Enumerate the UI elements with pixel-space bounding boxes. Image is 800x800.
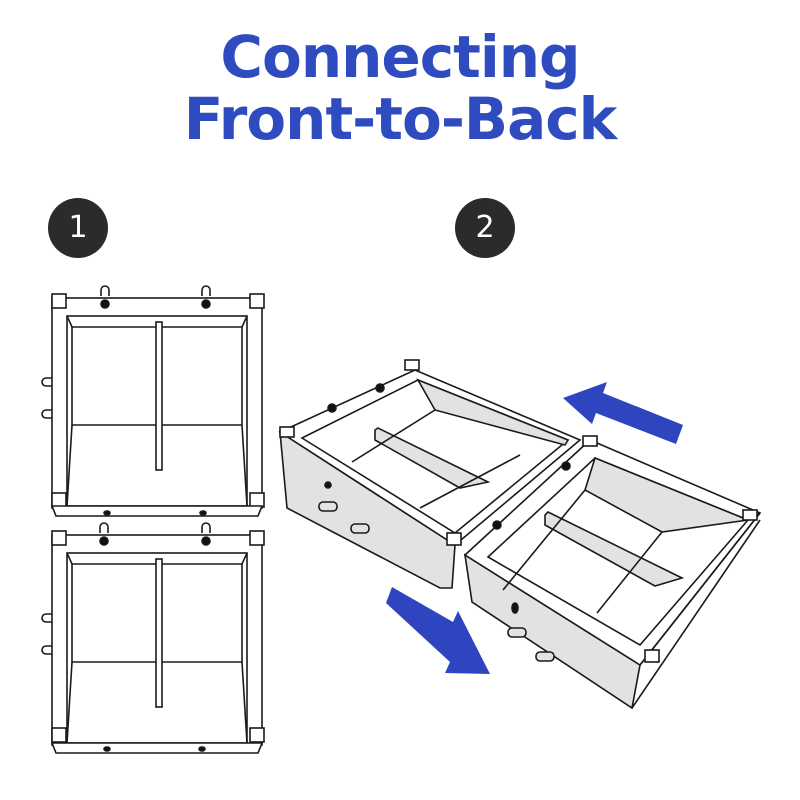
planter-box-top-view-1 bbox=[41, 285, 265, 517]
step-badge-1: 1 bbox=[48, 198, 108, 258]
planter-box-iso-right bbox=[463, 435, 762, 710]
planter-box-iso-left bbox=[278, 359, 582, 589]
step-badge-2: 2 bbox=[455, 198, 515, 258]
arrow-push-front-icon bbox=[386, 587, 490, 674]
planter-box-top-view-2 bbox=[41, 522, 265, 754]
title-line-2: Front-to-Back bbox=[183, 85, 617, 153]
arrow-push-back-icon bbox=[563, 382, 683, 444]
diagram-title: Connecting Front-to-Back bbox=[0, 26, 800, 150]
title-line-1: Connecting bbox=[220, 23, 580, 91]
